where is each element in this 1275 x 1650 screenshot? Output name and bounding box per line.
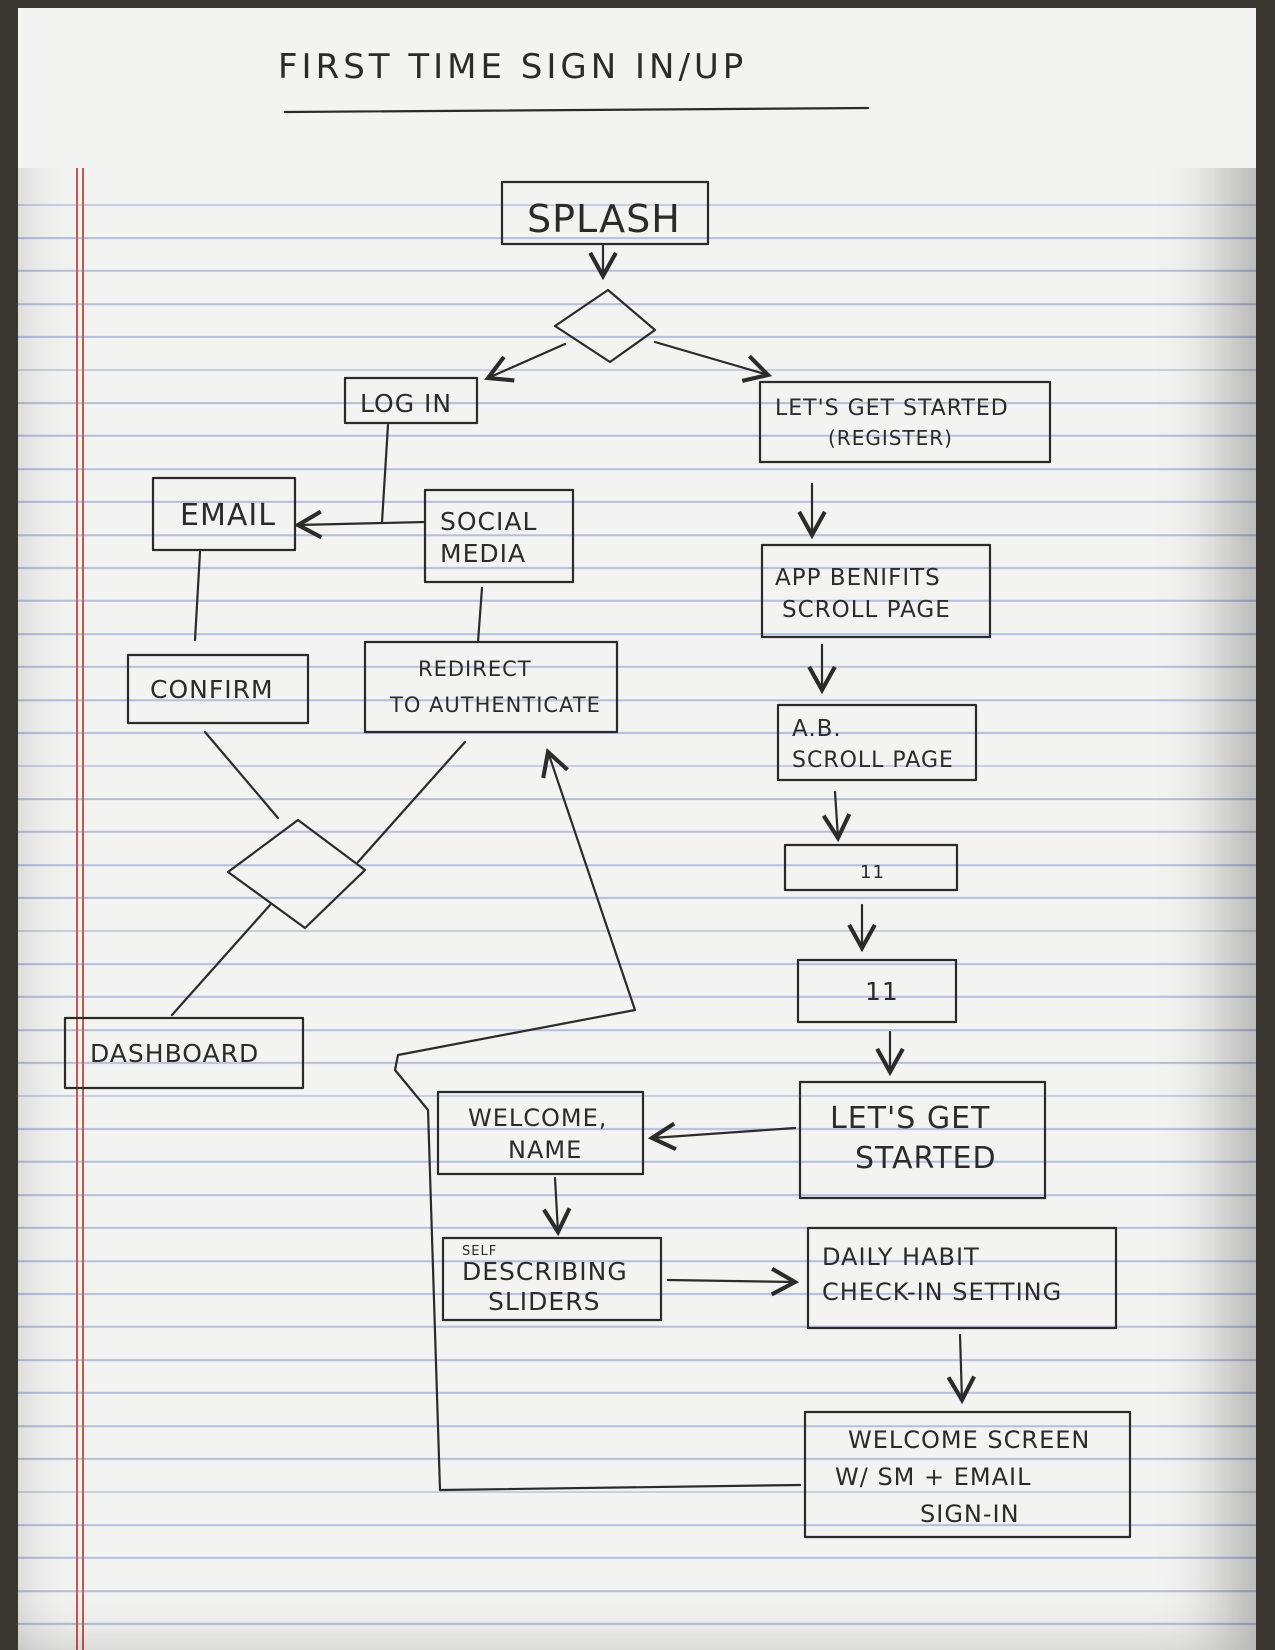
node-redirect-authenticate: REDIRECT TO AUTHENTICATE	[363, 640, 619, 734]
svg-text:LET'S GET STARTED: LET'S GET STARTED	[775, 396, 1009, 421]
edge-redirect-decision	[356, 740, 467, 864]
svg-text:SLIDERS: SLIDERS	[488, 1287, 600, 1316]
node-splash: SPLASH	[500, 180, 710, 246]
node-social-media: SOCIAL MEDIA	[423, 488, 575, 584]
edge-confirm-decision	[203, 730, 280, 820]
edge-sliders-daily-habit	[666, 1267, 800, 1297]
svg-text:SCROLL PAGE: SCROLL PAGE	[782, 597, 951, 623]
title-underline	[283, 106, 870, 114]
svg-text:DESCRIBING: DESCRIBING	[462, 1257, 628, 1286]
edge-welcome-sliders	[542, 1176, 572, 1237]
edge-decision-dashboard	[170, 903, 272, 1017]
diagram-title: FIRST TIME SIGN IN/UP	[278, 47, 747, 87]
node-self-describing-sliders: SELF DESCRIBING SLIDERS	[441, 1236, 663, 1322]
svg-text:DAILY HABIT: DAILY HABIT	[822, 1243, 980, 1271]
svg-text:11: 11	[860, 862, 885, 883]
svg-text:MEDIA: MEDIA	[440, 539, 526, 568]
edge-email-confirm	[193, 550, 202, 642]
svg-text:SCROLL PAGE: SCROLL PAGE	[792, 748, 954, 773]
node-daily-habit: DAILY HABIT CHECK-IN SETTING	[806, 1226, 1118, 1330]
svg-text:NAME: NAME	[508, 1136, 582, 1164]
node-lets-get-started-register: LET'S GET STARTED (REGISTER)	[758, 380, 1052, 464]
svg-text:11: 11	[865, 977, 899, 1006]
svg-text:LET'S GET: LET'S GET	[830, 1101, 990, 1136]
svg-text:LOG IN: LOG IN	[360, 389, 452, 418]
svg-text:CONFIRM: CONFIRM	[150, 675, 274, 704]
page-header-margin	[18, 8, 1256, 168]
svg-text:EMAIL: EMAIL	[180, 498, 276, 533]
svg-text:SELF: SELF	[462, 1244, 497, 1259]
edge-social-redirect	[476, 586, 484, 644]
svg-text:SPLASH: SPLASH	[527, 197, 681, 241]
node-dashboard: DASHBOARD	[63, 1016, 305, 1090]
node-welcome-screen: WELCOME SCREEN W/ SM + EMAIL SIGN-IN	[803, 1410, 1132, 1539]
svg-text:WELCOME SCREEN: WELCOME SCREEN	[848, 1426, 1090, 1454]
edge-social-email	[293, 509, 427, 540]
edge-login-branch	[380, 423, 390, 524]
svg-text:REDIRECT: REDIRECT	[418, 657, 532, 681]
decision-bottom	[226, 818, 367, 930]
edge-decision-register	[653, 340, 773, 383]
node-confirm: CONFIRM	[126, 653, 310, 725]
svg-text:SOCIAL: SOCIAL	[440, 507, 537, 536]
node-ditto-1: 11	[783, 843, 959, 892]
edge-decision-login	[484, 342, 567, 383]
edge-letsgo-welcome-name	[647, 1121, 797, 1152]
svg-text:SIGN-IN: SIGN-IN	[920, 1500, 1020, 1528]
svg-text:W/ SM + EMAIL: W/ SM + EMAIL	[835, 1463, 1032, 1491]
node-lets-get-started: LET'S GET STARTED	[798, 1080, 1047, 1200]
edge-ab-ditto1	[821, 790, 852, 843]
svg-text:CHECK-IN SETTING: CHECK-IN SETTING	[822, 1278, 1062, 1306]
svg-text:A.B.: A.B.	[792, 716, 842, 742]
node-ditto-2: 11	[796, 958, 958, 1024]
svg-text:(REGISTER): (REGISTER)	[828, 426, 953, 450]
notebook-page	[18, 8, 1256, 1650]
node-app-benefits: APP BENIFITS SCROLL PAGE	[760, 543, 992, 639]
svg-text:APP BENIFITS: APP BENIFITS	[775, 565, 941, 591]
svg-text:WELCOME,: WELCOME,	[468, 1104, 607, 1132]
decision-top	[553, 288, 657, 364]
svg-text:STARTED: STARTED	[855, 1141, 997, 1176]
edge-welcome-screen-redirect	[393, 747, 802, 1492]
node-log-in: LOG IN	[343, 376, 479, 425]
node-welcome-name: WELCOME, NAME	[436, 1090, 645, 1176]
node-ab-scroll-page: A.B. SCROLL PAGE	[776, 703, 978, 782]
node-email: EMAIL	[151, 476, 297, 552]
edge-daily-welcome-screen	[946, 1333, 976, 1405]
svg-text:DASHBOARD: DASHBOARD	[90, 1039, 259, 1068]
svg-text:TO AUTHENTICATE: TO AUTHENTICATE	[389, 693, 601, 717]
